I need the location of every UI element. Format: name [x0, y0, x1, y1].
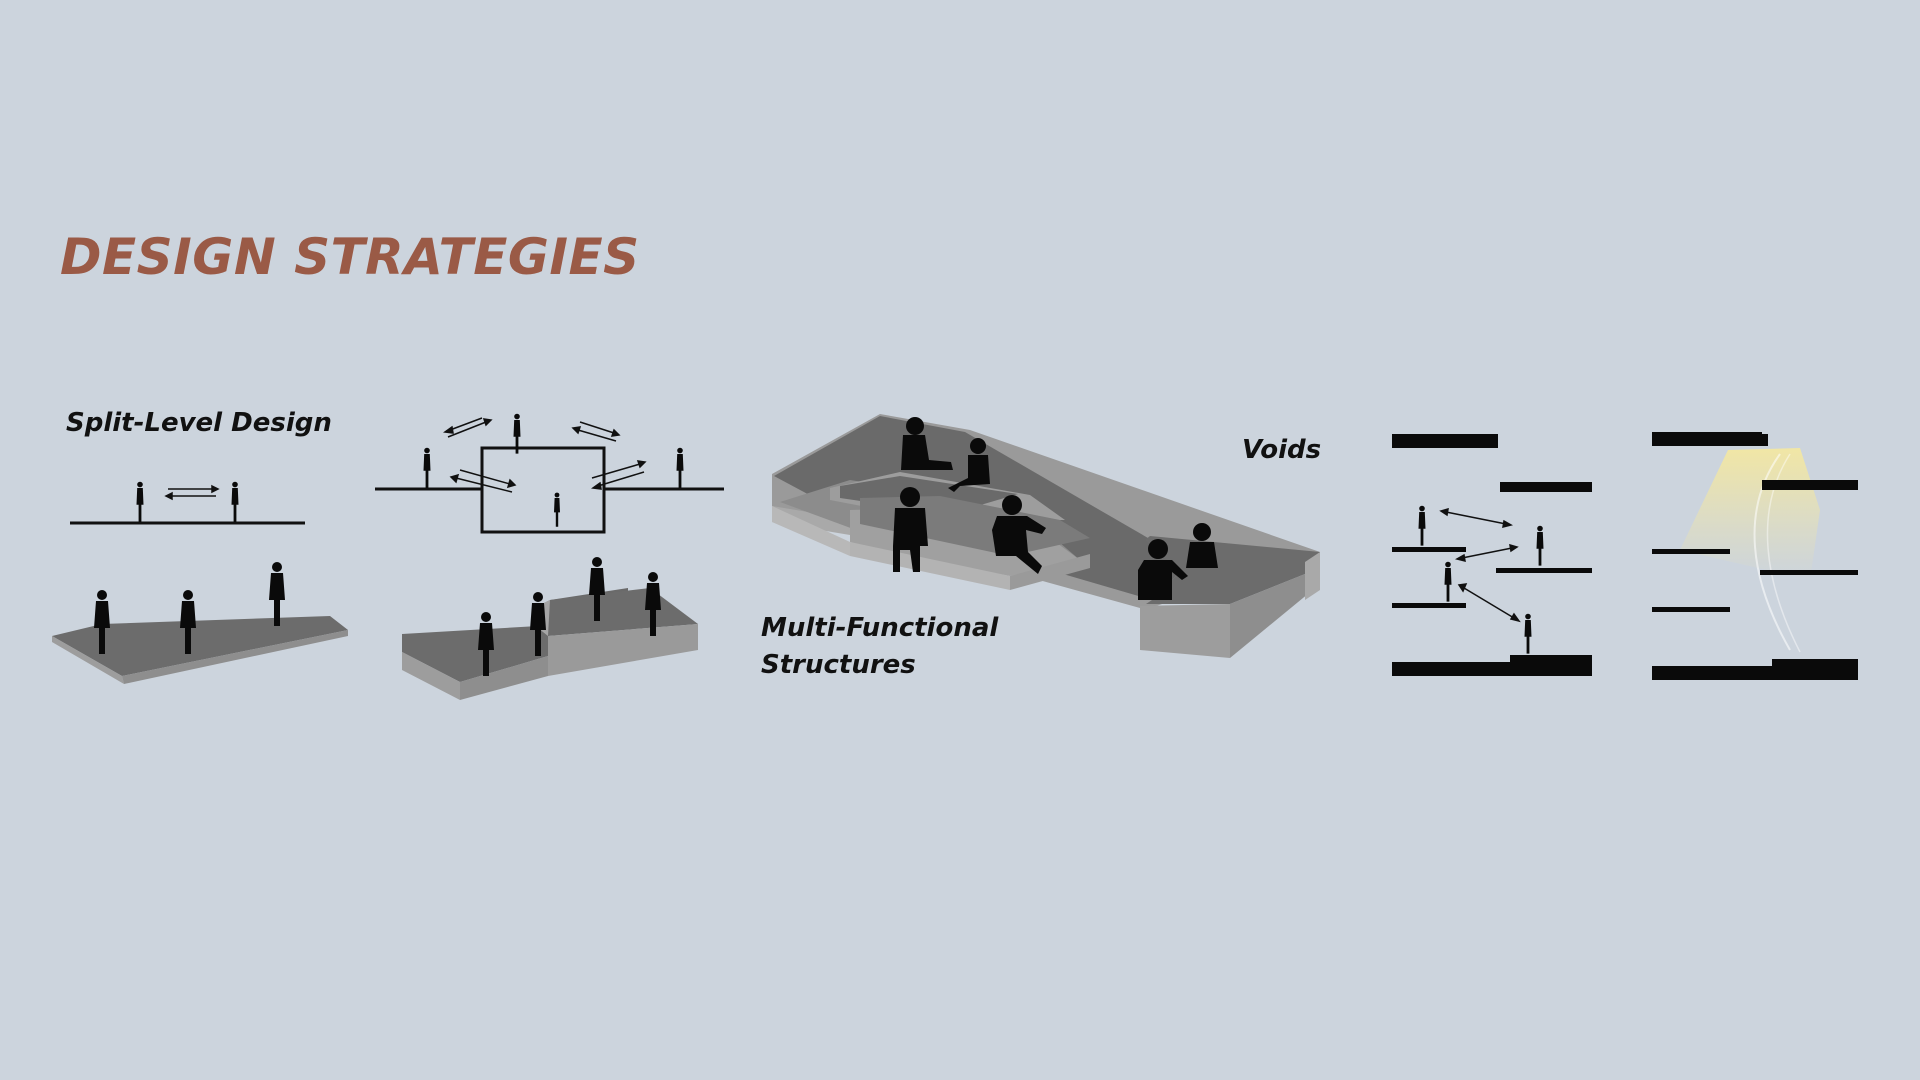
seated-people	[893, 417, 1218, 600]
floor-plates	[1652, 432, 1858, 680]
sightline-arrows	[1439, 507, 1521, 623]
person-icon	[1524, 613, 1532, 654]
person-icon	[513, 413, 521, 454]
flat-section	[70, 481, 305, 525]
stepped-slab	[402, 557, 698, 700]
page-title: DESIGN STRATEGIES	[60, 228, 640, 286]
person-icon	[676, 447, 684, 488]
arrows-icon	[443, 417, 647, 493]
flat-slab	[52, 562, 348, 684]
split-level-label: Split-Level Design	[66, 408, 332, 438]
multi-functional-label: Multi-Functional Structures	[761, 610, 998, 684]
person-seated-icon	[1186, 523, 1218, 568]
person-icon	[231, 481, 239, 522]
multi-functional-structure-diagram	[772, 414, 1320, 658]
person-icon	[645, 572, 661, 636]
voids-section-diagram	[1392, 434, 1592, 676]
arrows-icon	[164, 484, 220, 501]
person-seated-icon	[948, 438, 990, 492]
person-icon	[1418, 505, 1426, 546]
person-icon	[94, 590, 110, 654]
floor-plates	[1392, 434, 1592, 676]
person-icon	[530, 592, 546, 656]
voids-light-diagram	[1652, 432, 1858, 680]
person-icon	[180, 590, 196, 654]
split-level-flat-diagram	[52, 481, 348, 684]
person-icon	[136, 481, 144, 522]
person-icon	[1444, 561, 1452, 602]
person-seated-icon	[992, 495, 1046, 574]
box-section	[375, 413, 724, 534]
multi-functional-label-line1: Multi-Functional	[761, 613, 999, 643]
voids-label: Voids	[1242, 435, 1322, 465]
person-icon	[1536, 525, 1544, 566]
split-level-stepped-diagram	[375, 413, 724, 700]
person-seated-icon	[1138, 539, 1188, 600]
person-icon	[423, 447, 431, 488]
person-icon	[554, 492, 560, 527]
seating-structure	[772, 414, 1320, 658]
person-seated-icon	[893, 487, 928, 572]
people	[1418, 505, 1544, 654]
person-seated-icon	[901, 417, 953, 470]
person-icon	[589, 557, 605, 621]
person-icon	[478, 612, 494, 676]
person-icon	[269, 562, 285, 626]
multi-functional-label-line2: Structures	[761, 650, 916, 680]
